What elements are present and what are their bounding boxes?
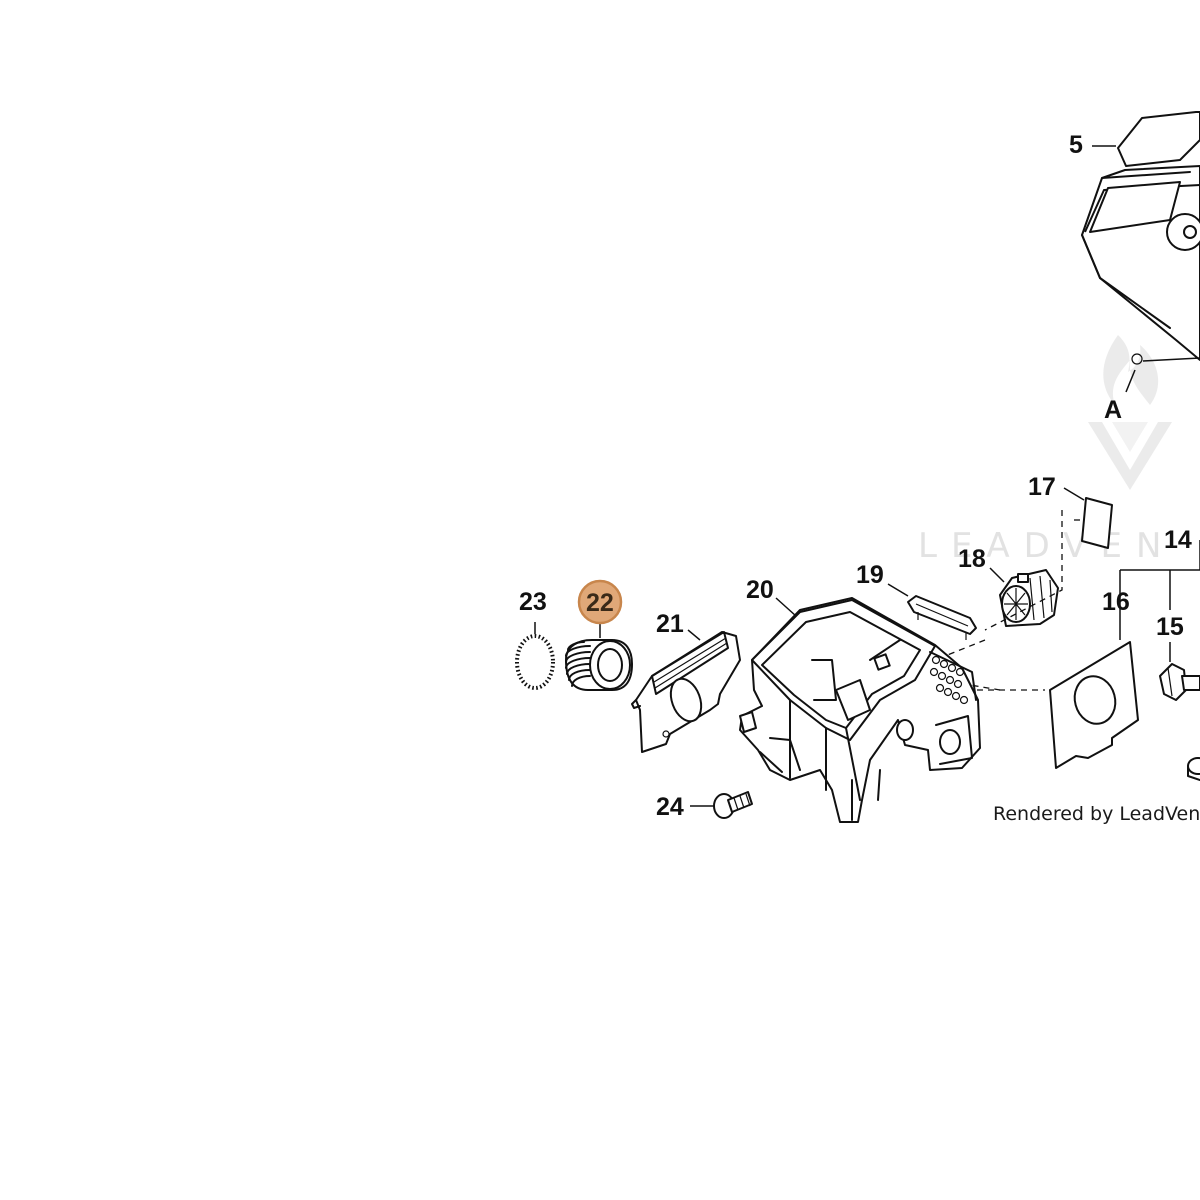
callout-17: 17 xyxy=(1028,473,1056,501)
callout-20: 20 xyxy=(746,576,774,604)
part-18-fuel-filter xyxy=(999,569,1059,627)
part-23-ring xyxy=(515,634,555,690)
watermark-logo xyxy=(1088,335,1172,490)
callout-19: 19 xyxy=(856,561,884,589)
callout-18: 18 xyxy=(958,545,986,573)
part-19-seal xyxy=(907,595,977,640)
part-5-label-plate xyxy=(1117,111,1200,167)
part-15-valve xyxy=(1159,663,1200,701)
callout-a: A xyxy=(1104,396,1122,424)
leader-20 xyxy=(775,597,797,617)
part-lower-right-fitting xyxy=(1187,757,1200,781)
callout-16: 16 xyxy=(1102,588,1130,616)
part-24-screw xyxy=(713,791,753,819)
part-cover-housing xyxy=(1081,165,1200,361)
callout-5: 5 xyxy=(1069,131,1083,159)
highlight-circle-22 xyxy=(577,579,623,625)
part-16-plate xyxy=(1049,641,1139,769)
callout-24: 24 xyxy=(656,793,684,821)
part-17-gasket xyxy=(1081,497,1113,549)
part-14-bracket xyxy=(1119,540,1200,640)
leader-17 xyxy=(1063,487,1085,501)
leader-21 xyxy=(687,629,701,641)
watermark-text: LEADVEN xyxy=(918,526,1175,566)
part-22-sleeve xyxy=(565,639,633,691)
render-credit: Rendered by LeadVentures xyxy=(993,803,1200,825)
callout-23: 23 xyxy=(519,588,547,616)
leader-18 xyxy=(989,567,1005,583)
point-a-marker xyxy=(1131,353,1143,365)
callout-15: 15 xyxy=(1156,613,1184,641)
callout-22: 22 xyxy=(586,589,614,617)
part-20-housing xyxy=(739,597,981,823)
leader-point-a xyxy=(1142,357,1200,362)
leader-a xyxy=(1125,369,1136,393)
leader-19 xyxy=(887,583,909,597)
part-21-plate xyxy=(631,631,741,753)
callout-21: 21 xyxy=(656,610,684,638)
callout-14: 14 xyxy=(1164,526,1192,554)
